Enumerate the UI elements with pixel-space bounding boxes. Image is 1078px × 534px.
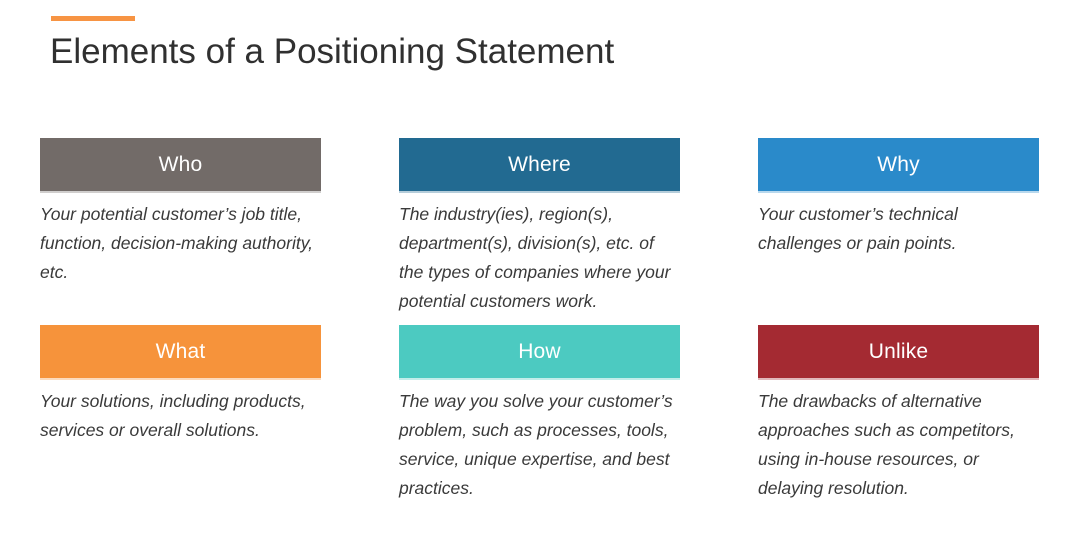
unlike-header-band: Unlike bbox=[758, 325, 1039, 378]
where-header-band: Where bbox=[399, 138, 680, 191]
element-card-unlike: Unlike The drawbacks of alternative appr… bbox=[758, 325, 1039, 503]
how-header-label: How bbox=[518, 339, 561, 363]
how-description: The way you solve your customer’s proble… bbox=[399, 391, 673, 498]
why-header-label: Why bbox=[877, 152, 920, 176]
who-header-band: Who bbox=[40, 138, 321, 191]
how-header-band: How bbox=[399, 325, 680, 378]
where-header-label: Where bbox=[508, 152, 571, 176]
what-header-label: What bbox=[155, 339, 206, 363]
why-header-band: Why bbox=[758, 138, 1039, 191]
unlike-description: The drawbacks of alternative approaches … bbox=[758, 391, 1015, 498]
page-title: Elements of a Positioning Statement bbox=[50, 32, 615, 71]
element-card-why: Why Your customer’s technical challenges… bbox=[758, 138, 1039, 258]
element-card-how: How The way you solve your customer’s pr… bbox=[399, 325, 680, 503]
why-description: Your customer’s technical challenges or … bbox=[758, 204, 958, 253]
element-card-what: What Your solutions, including products,… bbox=[40, 325, 321, 445]
what-header-band: What bbox=[40, 325, 321, 378]
who-header-label: Who bbox=[158, 152, 203, 176]
where-description: The industry(ies), region(s), department… bbox=[399, 204, 671, 311]
accent-bar bbox=[51, 16, 135, 21]
element-card-who: Who Your potential customer’s job title,… bbox=[40, 138, 321, 287]
element-card-where: Where The industry(ies), region(s), depa… bbox=[399, 138, 680, 316]
unlike-header-label: Unlike bbox=[868, 339, 929, 363]
what-description: Your solutions, including products, serv… bbox=[40, 391, 306, 440]
who-description: Your potential customer’s job title, fun… bbox=[40, 204, 314, 282]
